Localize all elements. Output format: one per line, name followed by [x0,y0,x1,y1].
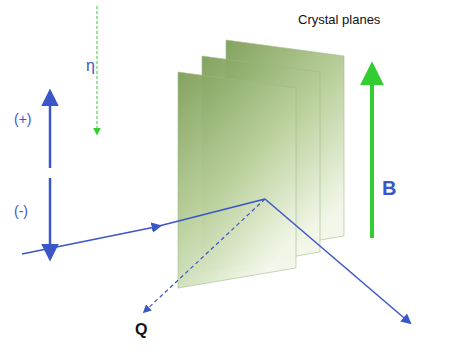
plane-caption: Crystal planes [298,13,380,26]
polarization-label: (-) [14,204,28,218]
q-vector [144,199,265,312]
field-label: B [382,178,396,198]
polarization-up-arrow [49,92,52,168]
spin-symbol: η [86,58,95,74]
polarization-down-arrow [49,178,52,258]
field-arrow [370,66,374,238]
spin-dashed-arrow [97,6,98,134]
q-label: Q [135,322,147,338]
incident-beam [22,226,160,254]
incident-beam [155,199,265,227]
scattered-beam [265,199,410,323]
polarization-label: (+) [14,112,32,126]
crystal-planes [178,40,344,288]
